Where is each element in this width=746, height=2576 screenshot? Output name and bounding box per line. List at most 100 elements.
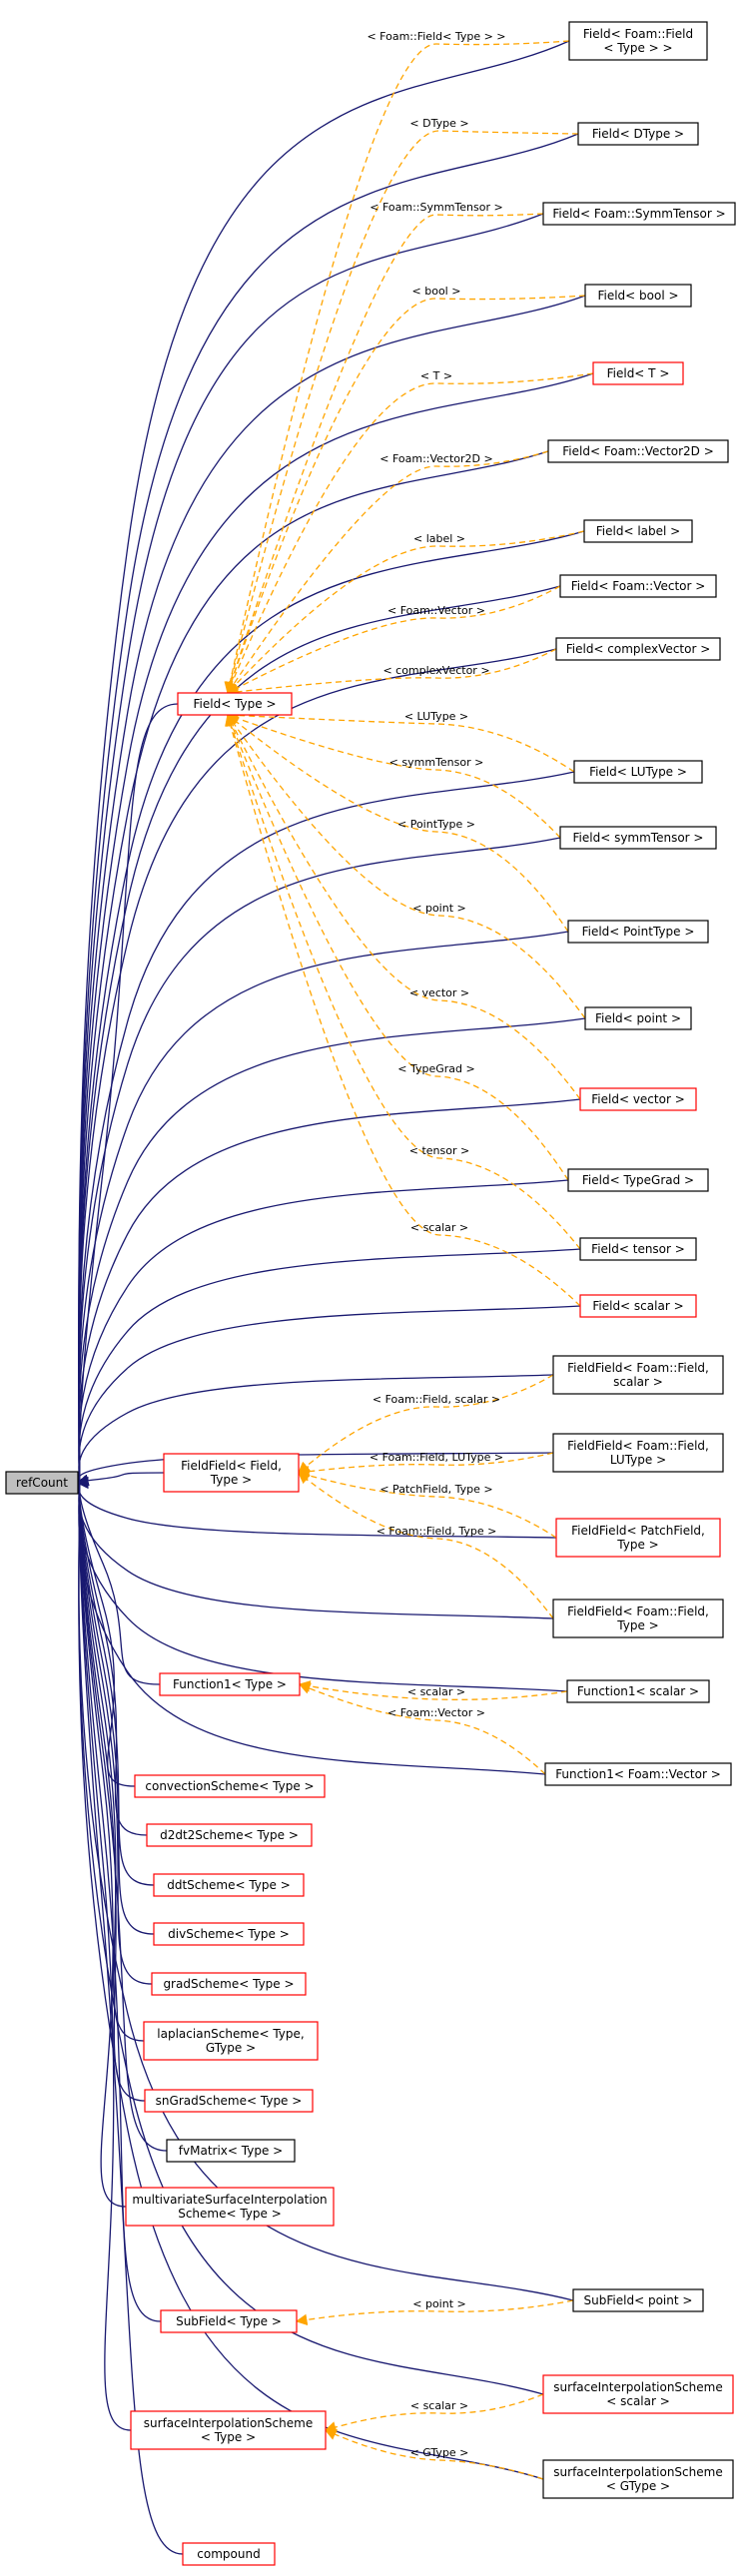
node-ff-foam-field-scalar[interactable]: FieldField< Foam::Field,scalar > <box>552 1355 724 1395</box>
node-sngradscheme[interactable]: snGradScheme< Type > <box>144 2089 314 2113</box>
inheritance-edge <box>76 1477 184 2555</box>
node-ddtscheme[interactable]: ddtScheme< Type > <box>153 1873 305 1897</box>
node-label: gradScheme< Type > <box>163 1977 294 1991</box>
inheritance-edge <box>76 1098 581 1486</box>
node-frame <box>542 2374 734 2414</box>
node-label: Scheme< Type > <box>178 2207 282 2221</box>
node-surfinterp-type[interactable]: surfaceInterpolationScheme< Type > <box>130 2410 327 2450</box>
template-edge <box>297 1470 557 1539</box>
node-field-t[interactable]: Field< T > <box>592 361 684 385</box>
node-frame <box>567 920 709 944</box>
node-label: convectionScheme< Type > <box>145 1779 314 1793</box>
node-label: SubField< point > <box>584 2293 693 2307</box>
node-surfinterp-gtype[interactable]: surfaceInterpolationScheme< GType > <box>542 2459 734 2499</box>
node-divscheme[interactable]: divScheme< Type > <box>153 1922 305 1946</box>
node-field-vector2d[interactable]: Field< Foam::Vector2D > <box>547 439 729 463</box>
node-field-bool[interactable]: Field< bool > <box>584 284 692 308</box>
template-edge <box>225 713 581 1307</box>
node-frame <box>163 1453 300 1493</box>
node-refcount[interactable]: refCount <box>5 1471 79 1495</box>
node-fieldfield-field-type[interactable]: FieldField< Field,Type > <box>163 1453 300 1493</box>
node-field-symmtensor-lc[interactable]: Field< symmTensor > <box>559 826 717 850</box>
edge-label: < Foam::Field, scalar > <box>373 1393 500 1406</box>
node-subfield-type[interactable]: SubField< Type > <box>160 2309 298 2333</box>
node-field-vector[interactable]: Field< vector > <box>579 1087 697 1111</box>
node-multivariate[interactable]: multivariateSurfaceInterpolationScheme< … <box>125 2187 335 2227</box>
node-label: Function1< scalar > <box>577 1684 699 1698</box>
node-field-typegrad[interactable]: Field< TypeGrad > <box>567 1168 709 1192</box>
node-ff-foam-field-type[interactable]: FieldField< Foam::Field,Type > <box>552 1599 724 1638</box>
node-frame <box>592 361 684 385</box>
node-label: Field< label > <box>596 524 680 538</box>
node-field-point[interactable]: Field< point > <box>584 1006 692 1030</box>
node-frame <box>160 2309 298 2333</box>
node-field-tensor[interactable]: Field< tensor > <box>579 1237 697 1261</box>
node-field-label[interactable]: Field< label > <box>583 519 693 543</box>
inheritance-edge <box>76 1017 586 1486</box>
node-field-pointtype[interactable]: Field< PointType > <box>567 920 709 944</box>
node-label: fvMatrix< Type > <box>179 2144 283 2158</box>
node-field-scalar[interactable]: Field< scalar > <box>579 1294 697 1318</box>
node-label: SubField< Type > <box>176 2314 282 2328</box>
edge-label: < TypeGrad > <box>397 1062 474 1075</box>
node-field-dtype[interactable]: Field< DType > <box>577 122 699 146</box>
node-label: < GType > <box>606 2479 670 2493</box>
edge-label: < Foam::Vector2D > <box>379 452 492 465</box>
template-edge <box>226 585 561 694</box>
node-frame <box>584 284 692 308</box>
template-edge <box>225 213 544 695</box>
node-label: < Type > > <box>603 41 672 55</box>
node-laplacianscheme[interactable]: laplacianScheme< Type,GType > <box>143 2021 319 2061</box>
node-gradscheme[interactable]: gradScheme< Type > <box>151 1972 307 1996</box>
edge-label: < PointType > <box>397 818 475 831</box>
node-label: FieldField< Field, <box>181 1459 282 1473</box>
inheritance-edge <box>76 295 586 1486</box>
node-label: FieldField< Foam::Field, <box>567 1605 709 1618</box>
node-frame <box>153 1873 305 1897</box>
node-frame <box>182 2542 276 2566</box>
template-edge <box>227 714 586 1019</box>
node-ff-foam-field-lutype[interactable]: FieldField< Foam::Field,LUType > <box>552 1433 724 1473</box>
node-field-type[interactable]: Field< Type > <box>177 692 293 716</box>
node-label: FieldField< Foam::Field, <box>567 1439 709 1453</box>
node-function1-scalar[interactable]: Function1< scalar > <box>566 1679 710 1703</box>
node-field-lutype[interactable]: Field< LUType > <box>573 760 703 784</box>
node-label: < Type > <box>201 2430 256 2444</box>
node-label: scalar > <box>613 1375 663 1389</box>
inheritance-edge <box>76 40 570 1486</box>
template-edge <box>224 130 579 695</box>
template-edge <box>297 1452 554 1478</box>
node-frame <box>547 439 729 463</box>
node-compound[interactable]: compound <box>182 2542 276 2566</box>
node-field-symmtensor[interactable]: Field< Foam::SymmTensor > <box>542 202 736 226</box>
node-label: surfaceInterpolationScheme <box>553 2380 722 2394</box>
edge-label: < scalar > <box>410 1221 468 1234</box>
node-subfield-point[interactable]: SubField< point > <box>572 2288 704 2312</box>
node-field-foam-vector[interactable]: Field< Foam::Vector > <box>559 574 717 598</box>
node-label: < scalar > <box>606 2394 670 2408</box>
node-function1-foam-vector[interactable]: Function1< Foam::Vector > <box>544 1762 732 1786</box>
node-frame <box>555 637 721 661</box>
node-d2dt2scheme[interactable]: d2dt2Scheme< Type > <box>146 1823 313 1847</box>
node-convectionscheme[interactable]: convectionScheme< Type > <box>134 1774 326 1798</box>
node-field-complexvector[interactable]: Field< complexVector > <box>555 637 721 661</box>
node-label: Type > <box>616 1618 658 1632</box>
node-label: divScheme< Type > <box>168 1927 290 1941</box>
node-ff-patchfield-type[interactable]: FieldField< PatchField,Type > <box>555 1518 721 1558</box>
node-frame <box>579 1294 697 1318</box>
inheritance-edge <box>76 648 557 1486</box>
template-edge <box>225 713 581 1250</box>
edge-label: < symmTensor > <box>389 756 484 769</box>
node-label: Type > <box>616 1538 658 1552</box>
edge-label: < T > <box>420 369 452 382</box>
node-fvmatrix[interactable]: fvMatrix< Type > <box>166 2139 296 2163</box>
node-surfinterp-scalar[interactable]: surfaceInterpolationScheme< scalar > <box>542 2374 734 2414</box>
node-frame <box>542 2459 734 2499</box>
node-function1-type[interactable]: Function1< Type > <box>159 1672 301 1696</box>
edge-label: < Foam::Vector > <box>387 604 485 617</box>
node-frame <box>566 1679 710 1703</box>
template-edge <box>226 709 575 773</box>
node-field-foam-field[interactable]: Field< Foam::Field< Type > > <box>568 21 708 61</box>
node-frame <box>568 21 708 61</box>
node-frame <box>134 1774 326 1798</box>
